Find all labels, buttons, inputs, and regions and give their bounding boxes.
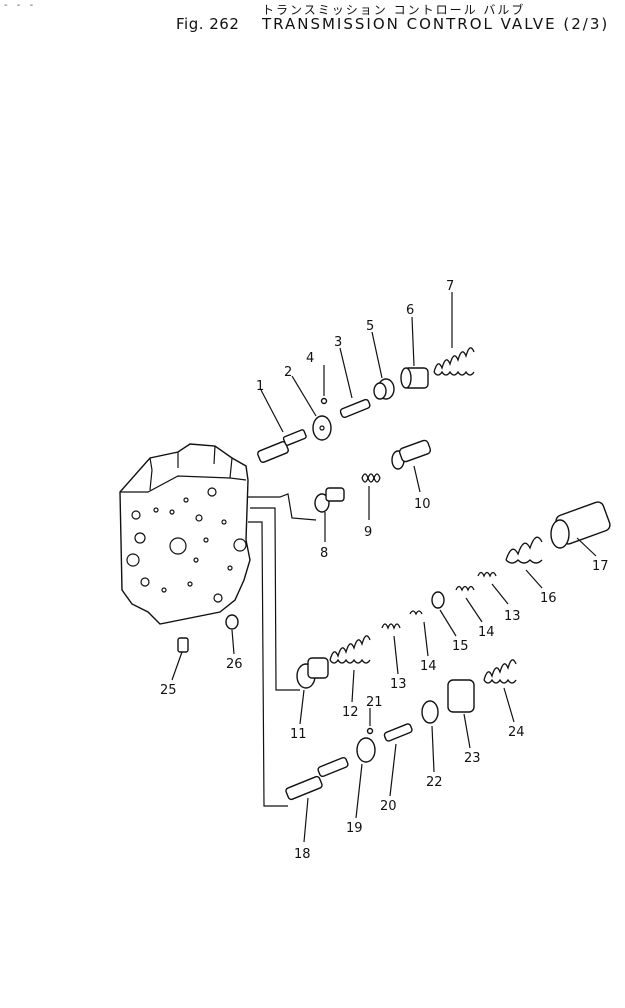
valve-body — [119, 443, 251, 625]
japanese-title: トランスミッション コントロール バルブ — [262, 3, 526, 17]
callout-17: 17 — [592, 559, 609, 574]
part-14a-spring — [409, 610, 423, 616]
part-20-piston — [383, 723, 413, 742]
callout-23: 23 — [464, 751, 481, 766]
callout-1: 1 — [256, 379, 264, 394]
part-21-ball — [366, 727, 374, 735]
callout-10: 10 — [414, 497, 431, 512]
callout-7: 7 — [446, 279, 454, 294]
part-13a-spring — [381, 623, 401, 630]
callout-leaders — [171, 292, 597, 843]
part-16-spring — [505, 536, 543, 564]
callout-22: 22 — [426, 775, 443, 790]
callout-4: 4 — [306, 351, 314, 366]
callout-13b: 13 — [504, 609, 521, 624]
part-24-spring — [483, 659, 517, 684]
part-25-plug — [177, 637, 189, 653]
part-23-cup — [447, 679, 475, 713]
callout-numbers: 1 2 3 4 5 6 7 8 9 10 11 12 13 13 14 14 1… — [160, 279, 609, 862]
callout-21: 21 — [366, 695, 383, 710]
routing-lines — [248, 493, 317, 807]
diagram-title: TRANSMISSION CONTROL VALVE (2/3) — [262, 15, 610, 33]
callout-2: 2 — [284, 365, 292, 380]
part-14b-spring — [455, 585, 475, 592]
callout-26: 26 — [226, 657, 243, 672]
callout-3: 3 — [334, 335, 342, 350]
callout-8: 8 — [320, 546, 328, 561]
callout-5: 5 — [366, 319, 374, 334]
callout-6: 6 — [406, 303, 414, 318]
part-5-sleeve — [373, 378, 395, 400]
part-19-plate — [356, 737, 376, 763]
part-4-ball — [320, 397, 328, 405]
part-1-spool — [257, 429, 307, 463]
callout-14a: 14 — [420, 659, 437, 674]
callout-9: 9 — [364, 525, 372, 540]
part-10-valve — [391, 439, 432, 470]
part-7-spring — [433, 347, 475, 376]
part-12-spring — [329, 635, 371, 664]
part-6-cup — [400, 367, 429, 389]
callout-19: 19 — [346, 821, 363, 836]
corner-marks: - - - — [4, 0, 37, 11]
part-15-poppet — [431, 591, 445, 609]
callout-12: 12 — [342, 705, 359, 720]
part-13b-spring — [477, 571, 497, 578]
part-22-sleeve — [421, 700, 439, 724]
callout-11: 11 — [290, 727, 307, 742]
part-11-piston — [296, 657, 329, 689]
part-18-spool — [285, 756, 349, 801]
part-2-plate — [312, 415, 332, 441]
part-17-cap — [550, 501, 611, 549]
callout-13a: 13 — [390, 677, 407, 692]
part-3-piston — [339, 398, 371, 419]
part-9-spring — [361, 473, 381, 483]
callout-25: 25 — [160, 683, 177, 698]
part-26-plug — [225, 614, 239, 630]
callout-14b: 14 — [478, 625, 495, 640]
callout-16: 16 — [540, 591, 557, 606]
callout-24: 24 — [508, 725, 525, 740]
callout-18: 18 — [294, 847, 311, 862]
figure-number: Fig. 262 — [176, 15, 240, 33]
part-8-plug — [314, 487, 345, 513]
callout-15: 15 — [452, 639, 469, 654]
callout-20: 20 — [380, 799, 397, 814]
